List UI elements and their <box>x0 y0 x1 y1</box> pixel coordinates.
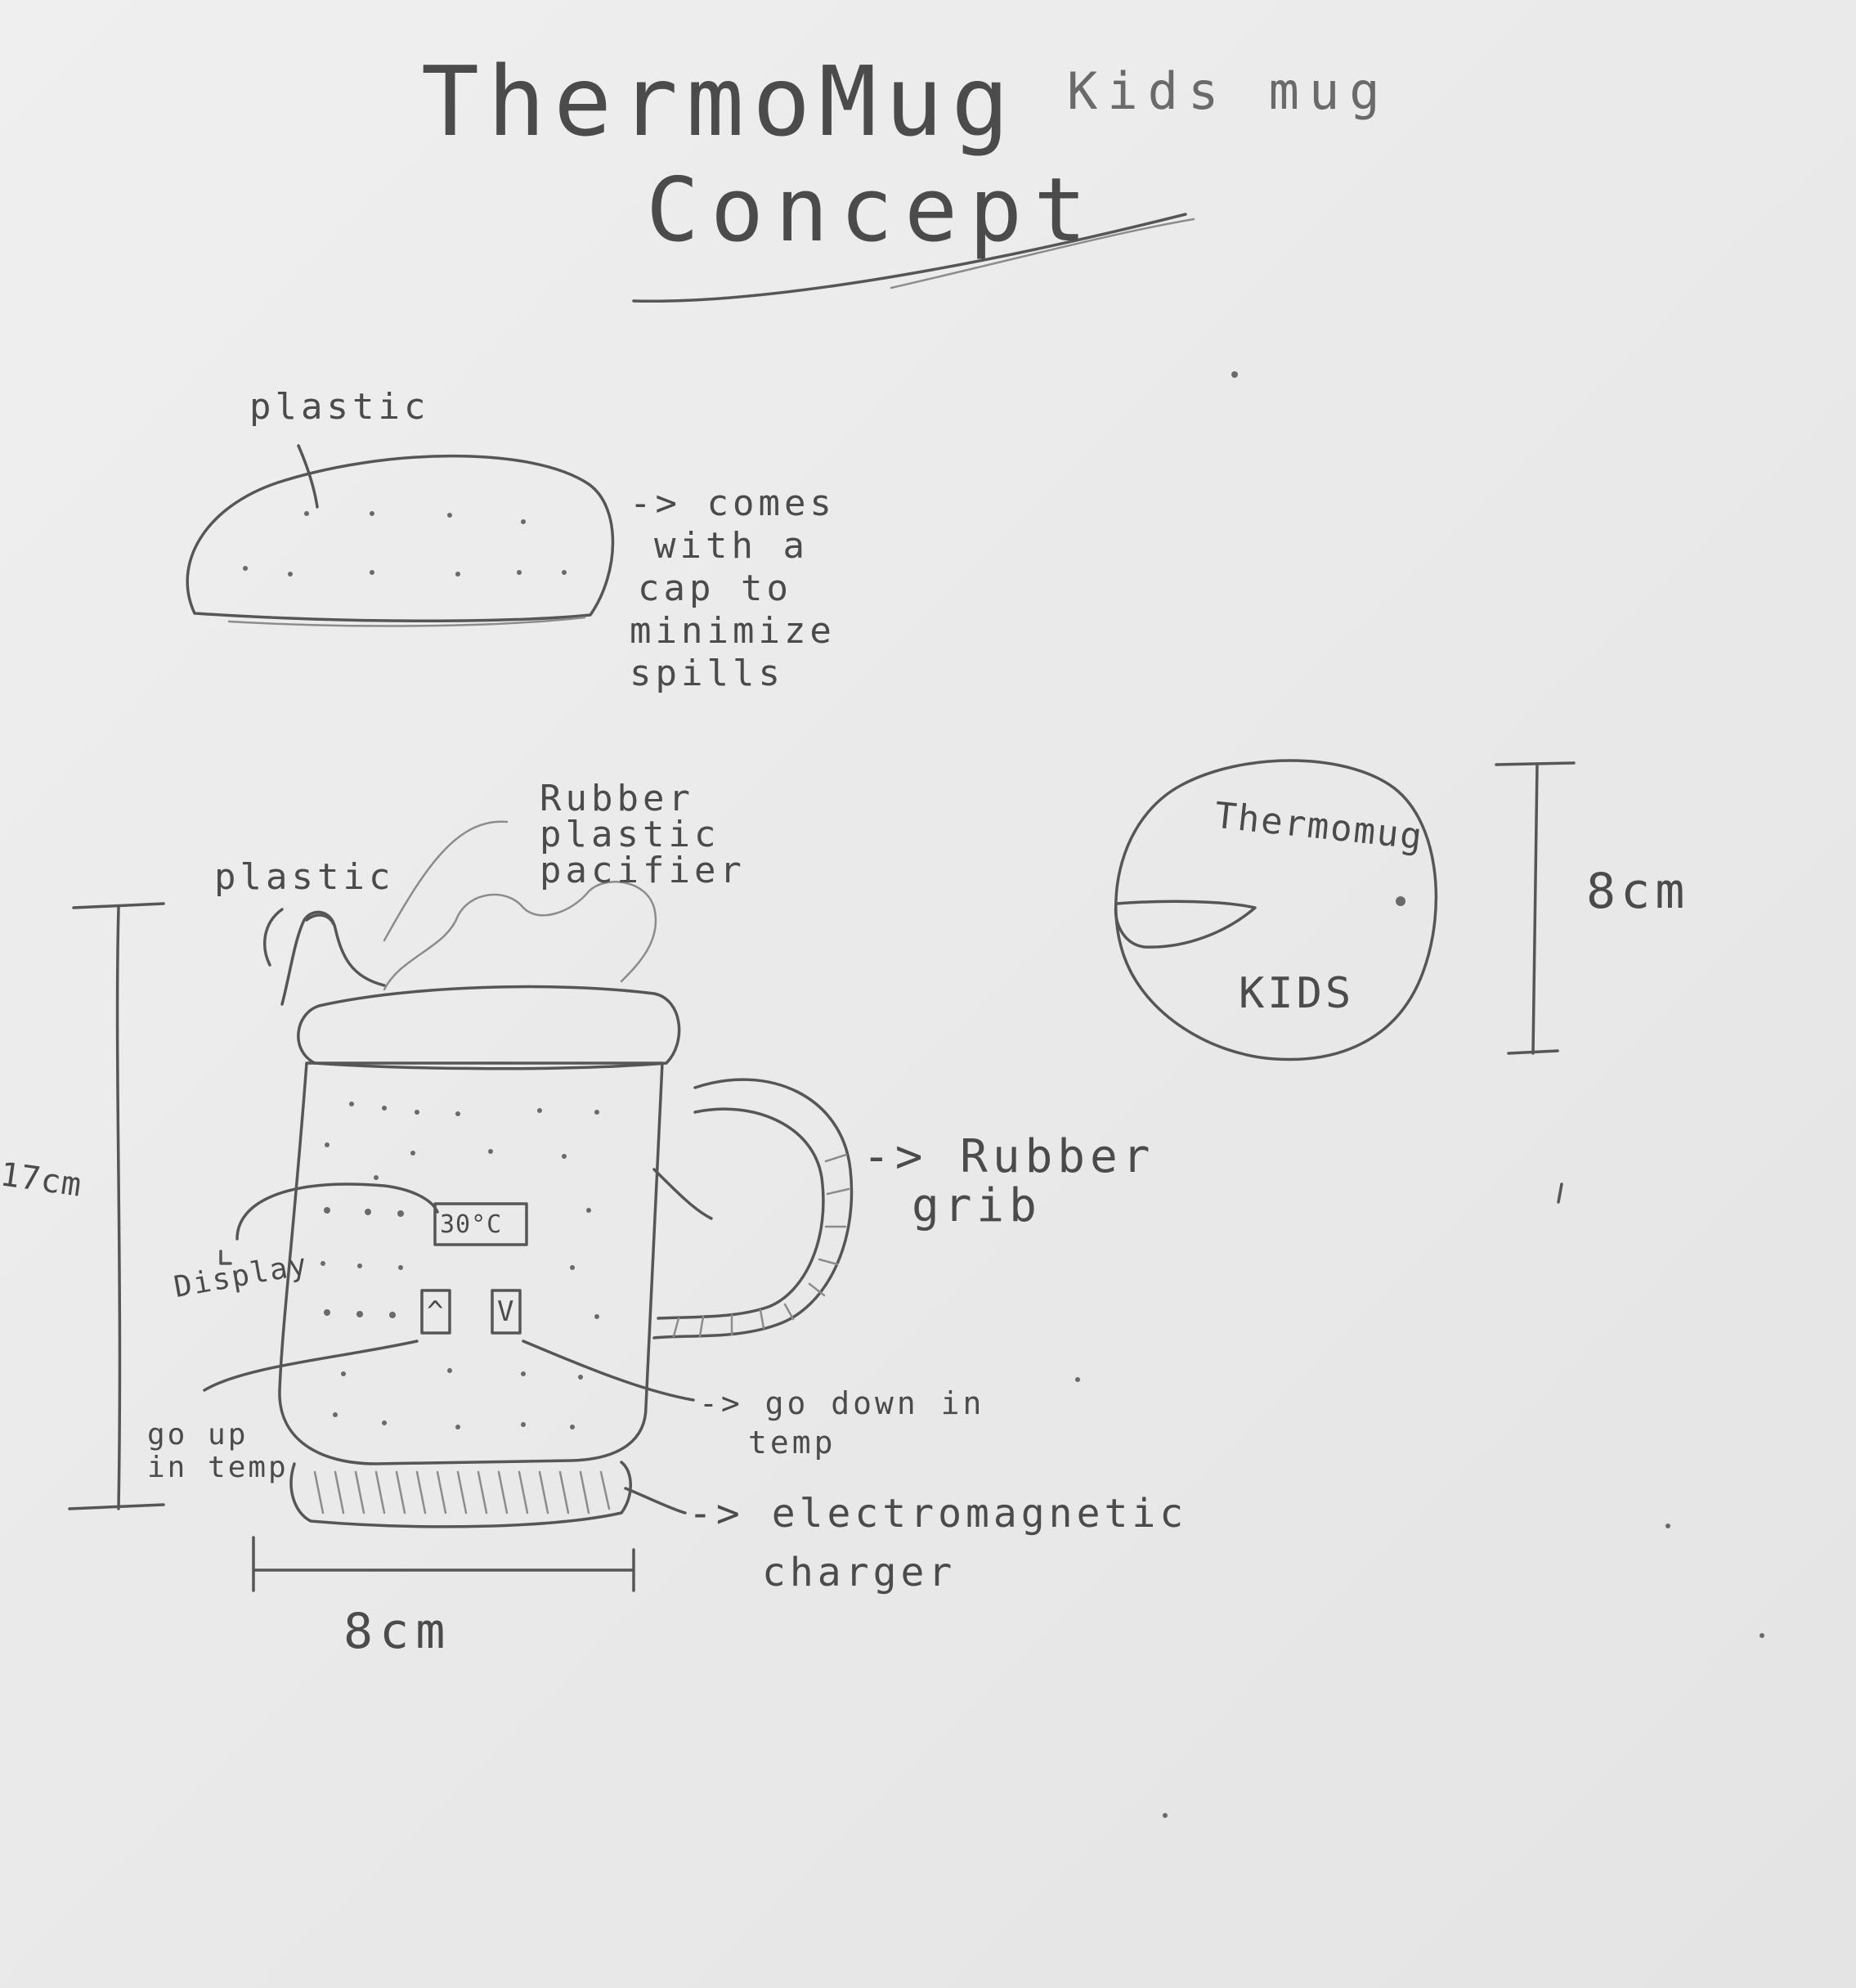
up-button: ^ <box>427 1295 444 1328</box>
charger-leader <box>624 1487 687 1515</box>
mug-spout-tip <box>305 913 335 926</box>
up-button-label-line: go up <box>147 1418 249 1452</box>
mug-handle <box>652 1078 854 1340</box>
charger-label-line: -> electromagnetic <box>688 1491 1188 1537</box>
charger-label: -> electromagnetic charger <box>688 1484 1187 1602</box>
up-button-label-line: in temp <box>147 1451 289 1484</box>
up-button-frame <box>420 1289 451 1335</box>
stray-marks <box>1075 371 1764 1818</box>
pacifier-leader <box>383 820 509 942</box>
grip-hatching <box>672 1153 850 1338</box>
top-view-spout <box>1114 900 1257 949</box>
lid-material-label: plastic <box>249 386 430 428</box>
down-button-label-line: -> go down in <box>699 1385 985 1421</box>
up-leader <box>203 1340 419 1392</box>
down-button: V <box>497 1295 514 1328</box>
temperature-display-frame <box>433 1202 528 1246</box>
grip-label: -> Rubber grib <box>863 1133 1154 1231</box>
grip-label-line: -> Rubber <box>863 1130 1155 1183</box>
charger-hatching <box>313 1470 611 1515</box>
top-view-circle <box>1114 759 1438 1061</box>
top-view-sub: KIDS <box>1239 969 1355 1018</box>
pacifier-label: Rubber plastic pacifier <box>540 781 746 889</box>
lid-shape <box>186 454 615 623</box>
mug-spout <box>280 910 386 1006</box>
grip-leader <box>652 1168 713 1220</box>
title-line1: ThermoMug <box>421 45 1018 158</box>
pacifier-label-line: plastic <box>540 814 720 855</box>
mug-handle-inner <box>657 1107 825 1320</box>
top-view-diameter-line <box>1495 761 1576 1055</box>
grip-label-line: grib <box>912 1179 1042 1232</box>
title-underline <box>632 213 1187 303</box>
lid-note-line: -> comes <box>630 482 836 524</box>
title-underline-2 <box>890 218 1195 289</box>
lid-note: -> comes with a cap to minimize spills <box>630 482 836 695</box>
lid-material-pointer <box>297 444 319 509</box>
display-leader <box>235 1182 439 1241</box>
mug-steam <box>383 881 657 991</box>
spout-material-label: plastic <box>214 856 395 898</box>
width-label: 8cm <box>343 1603 452 1660</box>
lid-note-line: minimize <box>630 610 836 652</box>
lid-note-line: with a <box>654 525 809 567</box>
temperature-display: 30°C <box>440 1210 503 1239</box>
pacifier-label-line: pacifier <box>540 850 746 891</box>
charger-label-line: charger <box>762 1550 957 1595</box>
up-button-label: go up in temp <box>147 1419 289 1484</box>
down-button-label: -> go down in temp <box>699 1384 984 1462</box>
down-button-frame <box>491 1289 522 1335</box>
top-view-dot <box>1396 896 1405 906</box>
mug-texture <box>321 1102 599 1429</box>
mug-body <box>278 1061 664 1465</box>
down-button-label-line: temp <box>748 1425 836 1461</box>
title-subtitle: Kids mug <box>1067 61 1390 121</box>
lid-dots <box>243 511 567 577</box>
spout-leader <box>263 908 284 967</box>
charger-base <box>289 1461 632 1528</box>
lid-note-line: cap to <box>638 568 792 609</box>
top-view-diameter-label: 8cm <box>1586 863 1690 920</box>
pacifier-label-line: Rubber <box>540 778 694 819</box>
lid-texture <box>227 616 586 627</box>
height-dimension-line <box>68 902 165 1510</box>
lid-note-line: spills <box>630 653 784 694</box>
down-leader <box>522 1340 695 1402</box>
display-leader-tick <box>219 1250 232 1265</box>
width-dimension-line <box>252 1536 635 1592</box>
mug-lid <box>297 985 681 1070</box>
title-line2: Concept <box>646 159 1099 262</box>
